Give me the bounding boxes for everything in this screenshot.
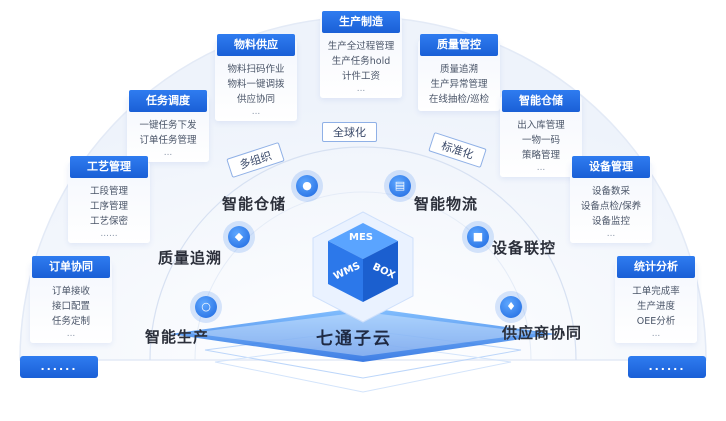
users-icon: ● bbox=[296, 175, 318, 197]
card-item: 设备点检/保养 bbox=[580, 201, 642, 212]
card-more: ...... bbox=[100, 229, 118, 239]
card-process: 工艺管理 工段管理 工序管理 工艺保密 ...... bbox=[68, 156, 150, 243]
bulb-icon: ○ bbox=[195, 296, 217, 318]
card-material-title: 物料供应 bbox=[217, 34, 295, 56]
card-item: 设备监控 bbox=[591, 216, 630, 227]
card-item: 质量追溯 bbox=[439, 64, 478, 75]
card-item: 任务定制 bbox=[51, 316, 90, 327]
document-icon: ▤ bbox=[389, 175, 411, 197]
card-more: ... bbox=[606, 229, 616, 239]
card-more: ... bbox=[651, 329, 661, 339]
cube-top-label: MES bbox=[349, 232, 373, 243]
card-item: 一物一码 bbox=[521, 135, 560, 146]
card-order-title: 订单协同 bbox=[32, 256, 110, 278]
card-more: ... bbox=[66, 329, 76, 339]
center-title: 七通子云 bbox=[316, 329, 392, 349]
card-item: 工单完成率 bbox=[632, 286, 680, 297]
feature-quality-trace: 质量追溯 bbox=[158, 249, 223, 267]
tag-globalization: 全球化 bbox=[322, 122, 377, 142]
card-quality: 质量管控 质量追溯 生产异常管理 在线抽检/巡检 bbox=[418, 34, 500, 111]
card-item: 生产异常管理 bbox=[430, 79, 488, 90]
card-item: 一键任务下发 bbox=[139, 120, 197, 131]
card-item: 策略管理 bbox=[521, 150, 560, 161]
card-more: ... bbox=[163, 148, 173, 158]
card-more: ... bbox=[251, 107, 261, 117]
card-item: 订单接收 bbox=[51, 286, 90, 297]
feature-device-link: 设备联控 bbox=[492, 239, 557, 257]
feature-smart-logistics: 智能物流 bbox=[414, 195, 479, 213]
card-material: 物料供应 物料扫码作业 物料一键调拨 供应协同 ... bbox=[215, 34, 297, 121]
card-quality-title: 质量管控 bbox=[420, 34, 498, 56]
card-analysis-title: 统计分析 bbox=[617, 256, 695, 278]
card-item: 设备数采 bbox=[591, 186, 630, 197]
monitor-icon: ■ bbox=[467, 226, 489, 248]
card-warehouse: 智能仓储 出入库管理 一物一码 策略管理 ... bbox=[500, 90, 582, 177]
card-item: 订单任务管理 bbox=[139, 135, 197, 146]
more-button-right[interactable]: ...... bbox=[628, 356, 706, 378]
feature-smart-production: 智能生产 bbox=[145, 328, 210, 346]
card-warehouse-title: 智能仓储 bbox=[502, 90, 580, 112]
card-production-title: 生产制造 bbox=[322, 11, 400, 33]
card-item: OEE分析 bbox=[636, 316, 676, 327]
card-item: 工艺保密 bbox=[89, 216, 128, 227]
handshake-icon: ♦ bbox=[500, 296, 522, 318]
card-item: 供应协同 bbox=[236, 94, 275, 105]
card-item: 生产进度 bbox=[636, 301, 675, 312]
card-item: 计件工资 bbox=[341, 71, 380, 82]
card-analysis: 统计分析 工单完成率 生产进度 OEE分析 ... bbox=[615, 256, 697, 343]
feature-supplier-collab: 供应商协同 bbox=[502, 324, 583, 342]
shield-icon: ◆ bbox=[228, 226, 250, 248]
card-more: ... bbox=[536, 163, 546, 173]
card-item: 物料扫码作业 bbox=[227, 64, 285, 75]
more-button-left[interactable]: ...... bbox=[20, 356, 98, 378]
card-dispatch-title: 任务调度 bbox=[129, 90, 207, 112]
card-item: 生产全过程管理 bbox=[327, 41, 395, 52]
card-item: 出入库管理 bbox=[517, 120, 565, 131]
feature-smart-storage: 智能仓储 bbox=[222, 195, 287, 213]
card-equipment-title: 设备管理 bbox=[572, 156, 650, 178]
card-item: 工段管理 bbox=[89, 186, 128, 197]
card-production: 生产制造 生产全过程管理 生产任务hold 计件工资 ... bbox=[320, 11, 402, 98]
card-item: 在线抽检/巡检 bbox=[428, 94, 490, 105]
card-dispatch: 任务调度 一键任务下发 订单任务管理 ... bbox=[127, 90, 209, 162]
card-more: ... bbox=[356, 84, 366, 94]
card-item: 生产任务hold bbox=[331, 56, 391, 67]
card-order: 订单协同 订单接收 接口配置 任务定制 ... bbox=[30, 256, 112, 343]
card-item: 工序管理 bbox=[89, 201, 128, 212]
card-item: 接口配置 bbox=[51, 301, 90, 312]
card-item: 物料一键调拨 bbox=[227, 79, 285, 90]
card-process-title: 工艺管理 bbox=[70, 156, 148, 178]
card-equipment: 设备管理 设备数采 设备点检/保养 设备监控 ... bbox=[570, 156, 652, 243]
